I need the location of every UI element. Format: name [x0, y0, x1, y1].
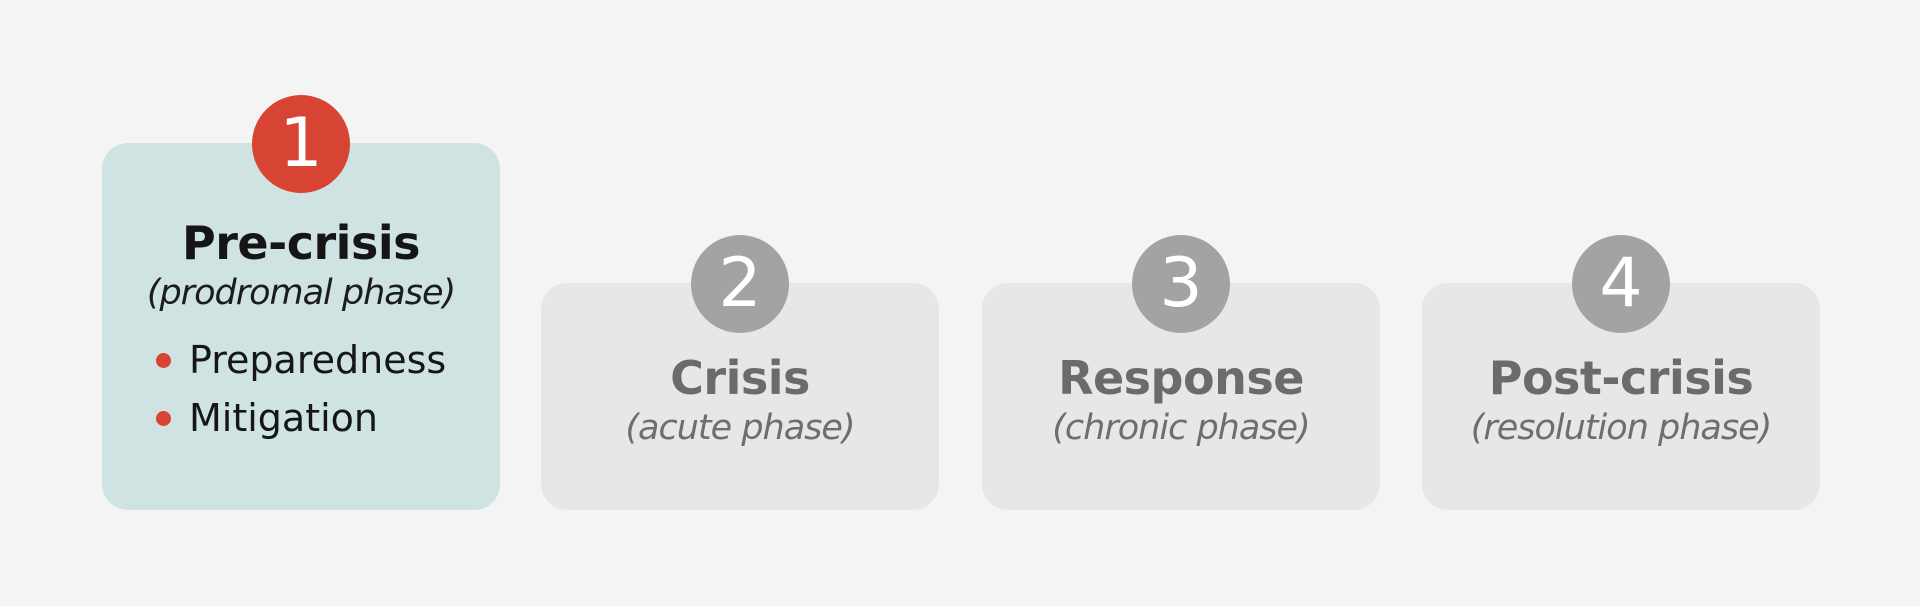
phase-subtitle: (acute phase)	[625, 408, 855, 448]
phase-title: Response	[1058, 351, 1304, 405]
phase-title: Crisis	[670, 351, 810, 405]
phase-subtitle: (prodromal phase)	[146, 273, 456, 313]
bullet-dot-icon	[156, 352, 171, 368]
phase-card-post-crisis: 4 Post-crisis (resolution phase)	[1422, 235, 1820, 510]
bullet-item-label: Mitigation	[189, 396, 378, 440]
bullet-dot-icon	[156, 410, 171, 426]
bullet-item-label: Preparedness	[189, 338, 447, 382]
phase-title: Post-crisis	[1488, 351, 1754, 405]
phase-bullet-list: Preparedness Mitigation	[102, 331, 500, 447]
phase-title: Pre-crisis	[182, 216, 420, 270]
phase-number-badge: 1	[252, 95, 350, 193]
phase-subtitle: (chronic phase)	[1052, 408, 1310, 448]
phase-number-badge: 3	[1132, 235, 1230, 333]
phase-card-pre-crisis: 1 Pre-crisis (prodromal phase) Preparedn…	[102, 95, 500, 510]
bullet-item-preparedness: Preparedness	[156, 331, 500, 389]
phase-number-badge: 2	[691, 235, 789, 333]
bullet-item-mitigation: Mitigation	[156, 389, 500, 447]
phase-subtitle: (resolution phase)	[1470, 408, 1773, 448]
phase-card-crisis: 2 Crisis (acute phase)	[541, 235, 939, 510]
phase-number-badge: 4	[1572, 235, 1670, 333]
phase-card-response: 3 Response (chronic phase)	[982, 235, 1380, 510]
